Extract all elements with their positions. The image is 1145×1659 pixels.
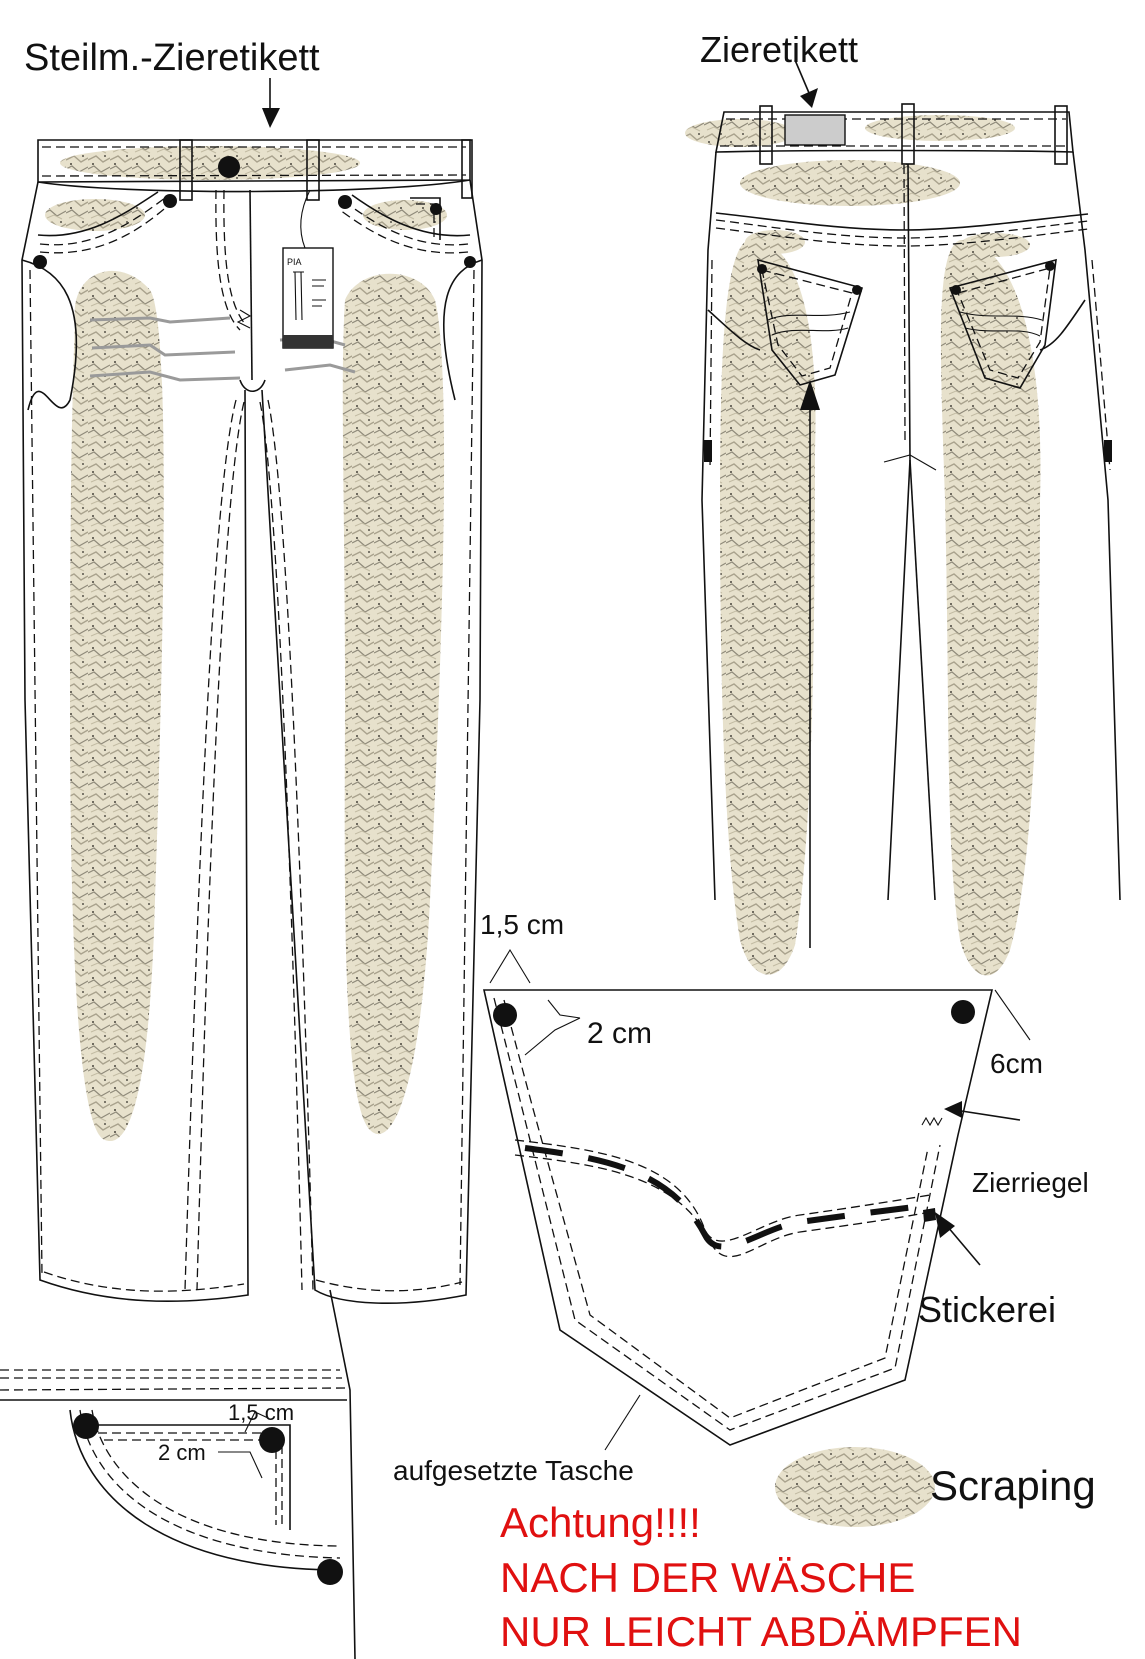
hang-tag: PIA (282, 247, 334, 349)
bartack-label: Zierriegel (972, 1167, 1089, 1198)
pocket-corner-width-label: 1,5 cm (480, 909, 564, 940)
front-tag-label: Steilm.-Zieretikett (24, 37, 320, 79)
back-view (685, 59, 1121, 976)
front-view: PIA (21, 78, 483, 1304)
patch-pocket-label: aufgesetzte Tasche (393, 1455, 634, 1486)
embroidery-label: Stickerei (918, 1289, 1056, 1330)
front-scraping-areas (45, 146, 447, 1142)
scraping-swatch (775, 1447, 935, 1527)
back-patch-label (784, 114, 846, 146)
back-tag-label: Zieretikett (700, 29, 858, 70)
warning-line-3: NUR LEICHT ABDÄMPFEN (500, 1608, 1022, 1655)
hang-tag-brand: PIA (287, 257, 302, 267)
coin-depth-label: 2 cm (158, 1440, 206, 1465)
warning-line-2: NACH DER WÄSCHE (500, 1554, 915, 1601)
warning-line-1: Achtung!!!! (500, 1499, 701, 1546)
scraping-legend-label: Scraping (930, 1462, 1096, 1509)
coin-width-label: 1,5 cm (228, 1400, 294, 1425)
coin-pocket-detail (0, 1289, 356, 1659)
pocket-side-label: 6cm (990, 1048, 1043, 1079)
pocket-detail (483, 948, 1031, 1451)
pocket-corner-depth-label: 2 cm (587, 1017, 652, 1050)
back-scraping-areas (685, 115, 1041, 976)
